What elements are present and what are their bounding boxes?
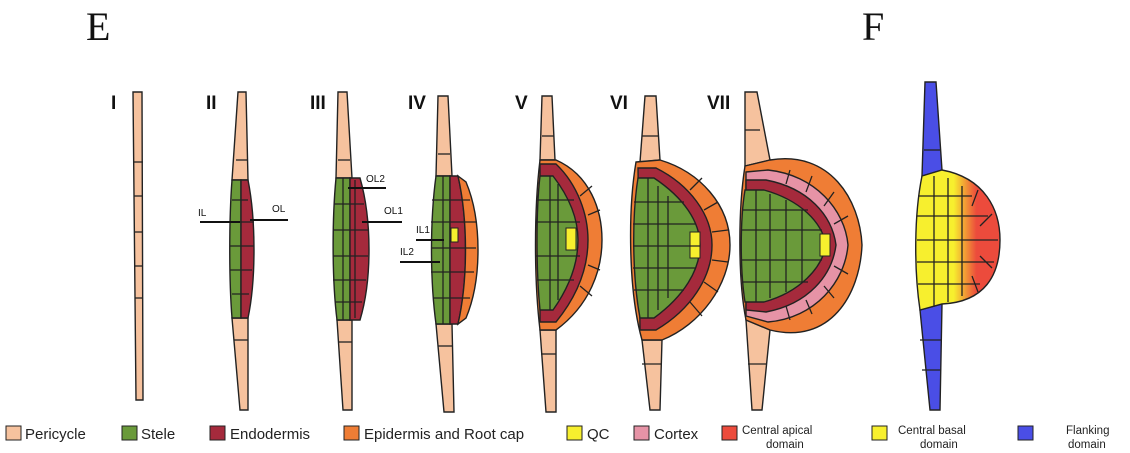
panel-letter-e: E: [86, 4, 110, 49]
legend-label-stele: Stele: [141, 426, 175, 443]
legend-label-cortex: Cortex: [654, 426, 699, 443]
stage-5-primordium: [536, 96, 603, 412]
legend-label-flanking-1: Flanking: [1066, 425, 1109, 437]
legend-label-flanking-2: domain: [1068, 439, 1106, 451]
stage-label-5: V: [515, 93, 528, 114]
legend-item-flanking: Flanking domain: [1018, 425, 1109, 451]
legend-swatch-stele: [122, 426, 137, 440]
legend-label-endodermis: Endodermis: [230, 426, 310, 443]
legend: Pericycle Stele Endodermis Epidermis and…: [6, 425, 1109, 451]
label-il: IL: [198, 208, 207, 219]
legend-swatch-endodermis: [210, 426, 225, 440]
label-il1: IL1: [416, 225, 430, 236]
legend-swatch-pericycle: [6, 426, 21, 440]
legend-item-endodermis: Endodermis: [210, 426, 310, 443]
panel-letter-f: F: [862, 4, 884, 49]
legend-label-central-apical-2: domain: [766, 439, 804, 451]
legend-item-epidermis: Epidermis and Root cap: [344, 426, 524, 443]
legend-label-central-basal-1: Central basal: [898, 425, 966, 437]
legend-label-pericycle: Pericycle: [25, 426, 86, 443]
stage-7-primordium: [740, 92, 862, 410]
stage-label-2: II: [206, 93, 217, 114]
stage-label-3: III: [310, 93, 326, 114]
legend-label-qc: QC: [587, 426, 610, 443]
stage-label-7: VII: [707, 93, 730, 114]
stage-3-primordium: OL2 OL1: [333, 92, 403, 410]
stage-6-primordium: [631, 96, 730, 410]
legend-item-central-basal: Central basal domain: [872, 425, 966, 451]
legend-swatch-cortex: [634, 426, 649, 440]
legend-swatch-epidermis: [344, 426, 359, 440]
domain-map-primordium: [916, 82, 1000, 410]
stage-label-6: VI: [610, 93, 628, 114]
stage-label-4: IV: [408, 93, 426, 114]
legend-item-qc: QC: [567, 426, 610, 443]
label-il2: IL2: [400, 247, 414, 258]
legend-item-stele: Stele: [122, 426, 175, 443]
label-ol: OL: [272, 204, 286, 215]
stage-label-1: I: [111, 93, 116, 114]
legend-item-cortex: Cortex: [634, 426, 699, 443]
label-ol1: OL1: [384, 206, 403, 217]
legend-swatch-qc: [567, 426, 582, 440]
stage-1-primordium: [133, 92, 143, 400]
legend-swatch-central-apical: [722, 426, 737, 440]
legend-swatch-flanking: [1018, 426, 1033, 440]
label-ol2: OL2: [366, 174, 385, 185]
legend-item-central-apical: Central apical domain: [722, 425, 812, 451]
legend-swatch-central-basal: [872, 426, 887, 440]
legend-label-central-apical-1: Central apical: [742, 425, 812, 437]
legend-label-epidermis: Epidermis and Root cap: [364, 426, 524, 443]
legend-label-central-basal-2: domain: [920, 439, 958, 451]
stage-2-primordium: IL OL: [198, 92, 288, 410]
legend-item-pericycle: Pericycle: [6, 426, 86, 443]
stage-4-primordium: IL1 IL2: [400, 96, 478, 412]
